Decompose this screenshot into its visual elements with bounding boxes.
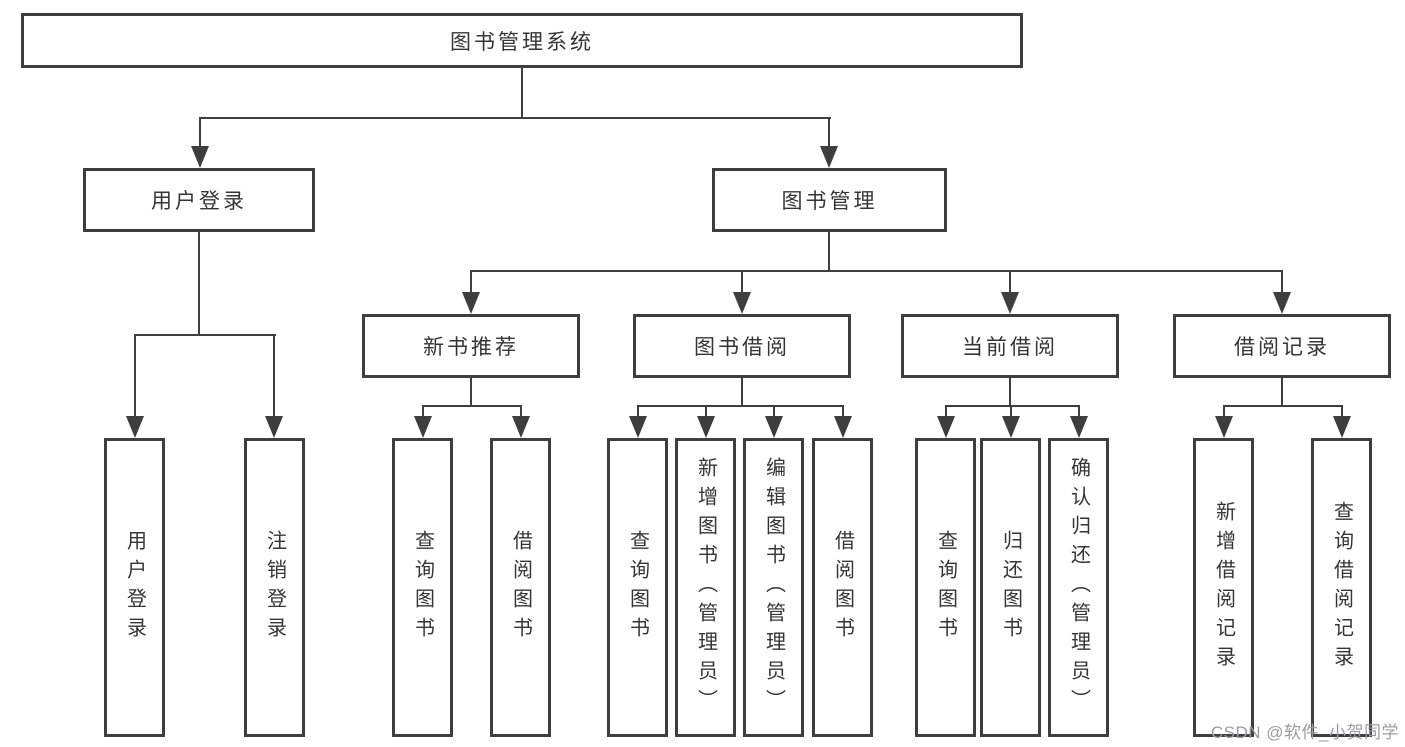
arrow-down-head [1002, 416, 1020, 438]
arrow-down-head [191, 146, 209, 168]
leaf-query-borrow-record: 查询借阅记录 [1311, 438, 1372, 737]
leaf-add-borrow-record: 新增借阅记录 [1193, 438, 1254, 737]
leaf-query-books-current: 查询图书 [915, 438, 976, 737]
connector-line [842, 405, 844, 418]
connector-line [773, 405, 775, 418]
node-root: 图书管理系统 [21, 13, 1023, 68]
connector-line [422, 405, 424, 418]
leaf-query-books-recommend-label: 查询图书 [411, 529, 434, 646]
connector-new-book-horizontal [422, 405, 522, 407]
connector-line [273, 334, 275, 418]
leaf-query-books-borrow-label: 查询图书 [626, 529, 649, 646]
csdn-watermark: CSDN @软件_小贺同学 [1210, 723, 1399, 742]
arrow-down-head [1333, 416, 1351, 438]
connector-user-login-horizontal [134, 334, 276, 336]
leaf-edit-books-admin-label: 编辑图书（管理员） [762, 457, 785, 718]
leaf-borrow-books-label: 借阅图书 [831, 529, 854, 646]
arrow-down-head [629, 416, 647, 438]
arrow-down-head [1273, 292, 1291, 314]
leaf-borrow-books-recommend: 借阅图书 [490, 438, 551, 737]
connector-book-borrow-horizontal [637, 405, 844, 407]
leaf-logout-login-label: 注销登录 [263, 529, 286, 646]
node-user-login: 用户登录 [83, 168, 315, 232]
connector-current-borrow-horizontal [945, 405, 1080, 407]
leaf-return-books-label: 归还图书 [999, 529, 1022, 646]
arrow-down-head [1215, 416, 1233, 438]
leaf-query-books-borrow: 查询图书 [607, 438, 668, 737]
arrow-down-head [765, 416, 783, 438]
node-book-borrowing: 图书借阅 [633, 314, 851, 378]
connector-book-mgmt-vertical [828, 232, 830, 272]
connector-level2-horizontal [199, 117, 831, 119]
connector-new-book-vertical [470, 377, 472, 407]
node-borrowing-records: 借阅记录 [1173, 314, 1391, 378]
leaf-query-books-recommend: 查询图书 [392, 438, 453, 737]
arrow-down-head [733, 292, 751, 314]
arrow-down-head [512, 416, 530, 438]
arrow-down-head [126, 416, 144, 438]
leaf-return-books: 归还图书 [980, 438, 1041, 737]
connector-line [199, 117, 201, 147]
node-user-login-label: 用户登录 [151, 190, 247, 213]
leaf-borrow-books: 借阅图书 [812, 438, 873, 737]
connector-line [1078, 405, 1080, 418]
arrow-down-head [1070, 416, 1088, 438]
arrow-down-head [265, 416, 283, 438]
connector-line [1223, 405, 1225, 418]
leaf-logout-login: 注销登录 [244, 438, 305, 737]
arrow-down-head [462, 292, 480, 314]
connector-borrow-records-vertical [1281, 377, 1283, 407]
connector-line [1009, 270, 1011, 294]
arrow-down-head [820, 146, 838, 168]
leaf-edit-books-admin: 编辑图书（管理员） [743, 438, 804, 737]
node-borrowing-records-label: 借阅记录 [1234, 336, 1330, 359]
connector-root-vertical [521, 68, 523, 118]
leaf-user-login: 用户登录 [104, 438, 165, 737]
connector-line [1341, 405, 1343, 418]
node-new-book-recommendation: 新书推荐 [362, 314, 580, 378]
node-book-borrowing-label: 图书借阅 [694, 336, 790, 359]
node-new-book-recommendation-label: 新书推荐 [423, 336, 519, 359]
node-book-management: 图书管理 [712, 168, 947, 232]
connector-current-borrow-vertical [1009, 377, 1011, 407]
node-root-label: 图书管理系统 [450, 30, 594, 54]
arrow-down-head [414, 416, 432, 438]
leaf-add-borrow-record-label: 新增借阅记录 [1212, 500, 1235, 675]
leaf-confirm-return-admin: 确认归还（管理员） [1048, 438, 1109, 737]
connector-line [134, 334, 136, 418]
leaf-add-books-admin-label: 新增图书（管理员） [694, 457, 717, 718]
connector-line [470, 270, 472, 294]
leaf-borrow-books-recommend-label: 借阅图书 [509, 529, 532, 646]
leaf-query-books-current-label: 查询图书 [934, 529, 957, 646]
connector-line [1281, 270, 1283, 294]
arrow-down-head [1001, 292, 1019, 314]
arrow-down-head [937, 416, 955, 438]
connector-book-borrow-vertical [741, 377, 743, 407]
node-current-borrowing-label: 当前借阅 [962, 336, 1058, 359]
leaf-user-login-label: 用户登录 [123, 529, 146, 646]
connector-line [1010, 405, 1012, 418]
connector-borrow-records-horizontal [1223, 405, 1343, 407]
node-current-borrowing: 当前借阅 [901, 314, 1119, 378]
node-book-management-label: 图书管理 [781, 190, 878, 213]
arrow-down-head [697, 416, 715, 438]
connector-user-login-vertical [198, 232, 200, 336]
leaf-query-borrow-record-label: 查询借阅记录 [1330, 500, 1353, 675]
connector-line [637, 405, 639, 418]
connector-line [945, 405, 947, 418]
leaf-add-books-admin: 新增图书（管理员） [675, 438, 736, 737]
connector-line [705, 405, 707, 418]
arrow-down-head [834, 416, 852, 438]
leaf-confirm-return-admin-label: 确认归还（管理员） [1067, 457, 1090, 718]
connector-line [741, 270, 743, 294]
connector-line [828, 117, 830, 147]
connector-line [520, 405, 522, 418]
connector-level3-horizontal [470, 270, 1283, 272]
